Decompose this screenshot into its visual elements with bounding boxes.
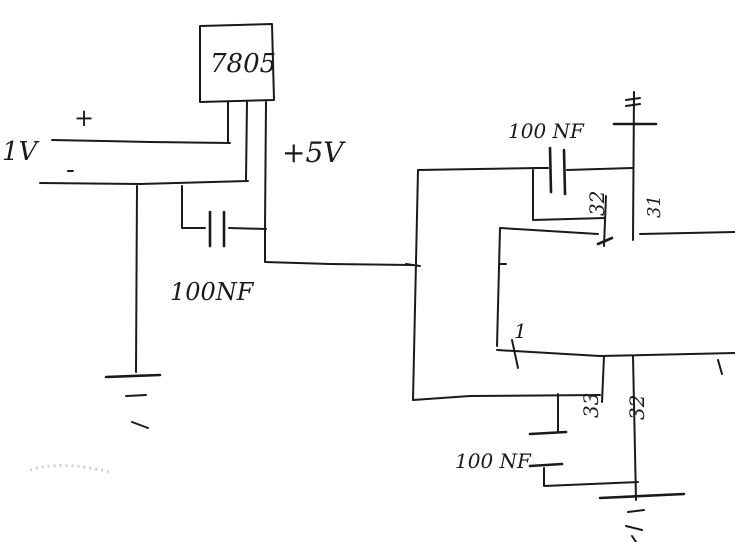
cap-bottom-label: 100 NF	[455, 449, 532, 473]
input-minus-sign: -	[66, 155, 75, 185]
capacitor-left: 100NF	[170, 185, 267, 306]
pin-32-label: 32	[585, 191, 609, 216]
cap-left-label: 100NF	[170, 278, 255, 306]
ground-left	[104, 185, 162, 429]
capacitor-top: 100 NF	[508, 119, 633, 221]
pin-32-top: 32	[585, 191, 614, 247]
smudge	[29, 464, 111, 474]
output-5v: +5V	[264, 136, 413, 266]
pin-31-top: 31	[612, 91, 665, 241]
input-supply: 1V + -	[2, 104, 249, 185]
input-plus-sign: +	[74, 104, 94, 132]
pin-1-label: 1	[514, 319, 527, 343]
output-voltage-label: +5V	[282, 136, 346, 169]
pin-33-label: 33	[579, 393, 603, 418]
regulator-7805: 7805	[199, 23, 276, 229]
capacitor-bottom: 100 NF 33	[455, 355, 639, 487]
regulator-label: 7805	[210, 49, 276, 79]
pin-31-label: 31	[644, 195, 665, 218]
ground-right: 32	[598, 355, 686, 542]
cap-top-label: 100 NF	[508, 119, 585, 143]
pin-32-bottom-label: 32	[625, 395, 649, 420]
chip-body	[496, 227, 735, 375]
supply-loop	[405, 167, 601, 401]
input-voltage-label: 1V	[2, 137, 40, 167]
